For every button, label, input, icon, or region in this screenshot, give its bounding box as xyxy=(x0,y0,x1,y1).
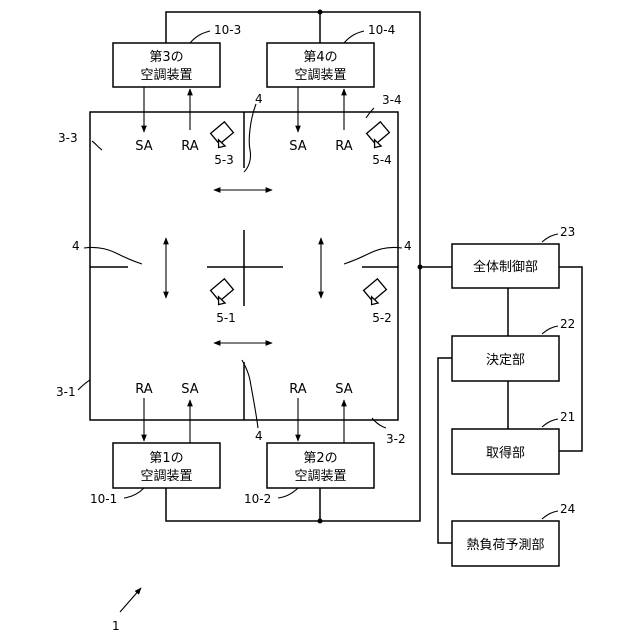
svg-text:RA: RA xyxy=(335,139,353,154)
svg-text:RA: RA xyxy=(135,382,153,397)
svg-text:取得部: 取得部 xyxy=(486,445,525,461)
svg-text:SA: SA xyxy=(289,139,306,154)
svg-text:3-4: 3-4 xyxy=(382,93,402,107)
svg-text:5-1: 5-1 xyxy=(216,311,236,325)
svg-text:24: 24 xyxy=(560,502,575,516)
camera-icon-2 xyxy=(364,279,387,307)
svg-text:SA: SA xyxy=(135,139,152,154)
overall-controller: 全体制御部 xyxy=(452,244,559,288)
camera-icon-4 xyxy=(367,122,390,150)
air-conditioner-3: 第3の 空調装置 xyxy=(113,43,220,87)
camera-icon-1 xyxy=(211,279,234,307)
decision-unit: 決定部 xyxy=(452,336,559,381)
svg-text:4: 4 xyxy=(255,92,263,106)
svg-text:第3の: 第3の xyxy=(149,50,183,65)
svg-text:3-2: 3-2 xyxy=(386,432,406,446)
partitions xyxy=(90,112,398,420)
svg-text:SA: SA xyxy=(181,382,198,397)
svg-text:熱負荷予測部: 熱負荷予測部 xyxy=(466,538,544,553)
svg-text:第1の: 第1の xyxy=(149,451,183,466)
svg-text:RA: RA xyxy=(289,382,307,397)
svg-text:5-3: 5-3 xyxy=(214,153,234,167)
svg-text:3-3: 3-3 xyxy=(58,131,78,145)
svg-text:21: 21 xyxy=(560,410,575,424)
svg-text:23: 23 xyxy=(560,225,575,239)
svg-text:SA: SA xyxy=(335,382,352,397)
svg-text:第2の: 第2の xyxy=(303,451,337,466)
svg-text:4: 4 xyxy=(404,239,412,253)
svg-text:第4の: 第4の xyxy=(303,50,337,65)
svg-text:5-4: 5-4 xyxy=(372,153,392,167)
svg-text:10-2: 10-2 xyxy=(244,492,271,506)
acquisition-unit: 取得部 xyxy=(452,429,559,474)
svg-text:空調装置: 空調装置 xyxy=(140,469,192,484)
camera-icon-3 xyxy=(211,122,234,150)
svg-text:空調装置: 空調装置 xyxy=(140,68,192,83)
svg-text:決定部: 決定部 xyxy=(486,353,525,368)
svg-text:5-2: 5-2 xyxy=(372,311,392,325)
svg-text:4: 4 xyxy=(72,239,80,253)
air-conditioner-4: 第4の 空調装置 xyxy=(267,43,374,87)
svg-text:4: 4 xyxy=(255,429,263,443)
air-conditioner-2: 第2の 空調装置 xyxy=(267,443,374,488)
svg-text:空調装置: 空調装置 xyxy=(294,469,346,484)
svg-text:空調装置: 空調装置 xyxy=(294,68,346,83)
svg-text:3-1: 3-1 xyxy=(56,385,76,399)
air-conditioner-1: 第1の 空調装置 xyxy=(113,443,220,488)
svg-text:10-3: 10-3 xyxy=(214,23,241,37)
svg-text:10-1: 10-1 xyxy=(90,492,117,506)
heat-load-prediction-unit: 熱負荷予測部 xyxy=(452,521,559,566)
svg-text:22: 22 xyxy=(560,317,575,331)
svg-text:1: 1 xyxy=(112,619,120,633)
svg-text:RA: RA xyxy=(181,139,199,154)
svg-text:全体制御部: 全体制御部 xyxy=(473,259,538,275)
svg-text:10-4: 10-4 xyxy=(368,23,395,37)
